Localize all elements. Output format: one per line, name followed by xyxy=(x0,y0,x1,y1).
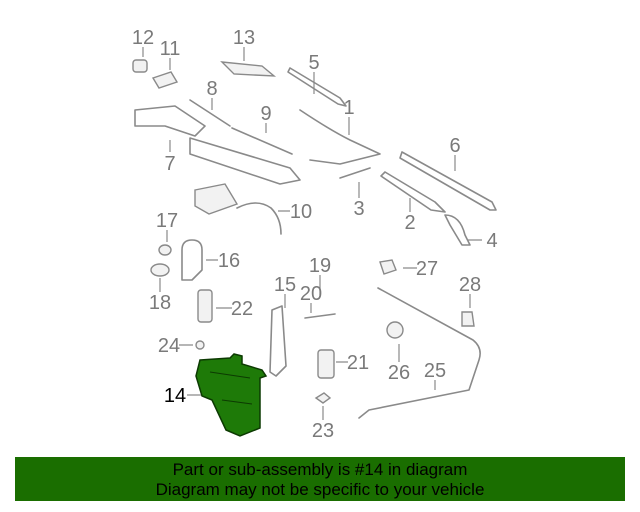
part-21[interactable] xyxy=(317,349,335,379)
banner-line-2: Diagram may not be specific to your vehi… xyxy=(155,480,485,499)
motor xyxy=(194,183,239,215)
parts-drawing xyxy=(132,47,497,437)
callout-3[interactable]: 3 xyxy=(353,198,364,220)
callout-26[interactable]: 26 xyxy=(388,362,410,384)
part-8[interactable] xyxy=(189,99,231,127)
part-26[interactable] xyxy=(386,321,404,339)
callout-20[interactable]: 20 xyxy=(300,283,322,305)
part-22[interactable] xyxy=(197,289,213,323)
part-5[interactable] xyxy=(287,67,347,107)
part-7[interactable] xyxy=(134,105,206,137)
callout-10[interactable]: 10 xyxy=(290,201,312,223)
callout-16[interactable]: 16 xyxy=(218,250,240,272)
callout-9[interactable]: 9 xyxy=(260,103,271,125)
callout-17[interactable]: 17 xyxy=(156,210,178,232)
callout-19[interactable]: 19 xyxy=(309,255,331,277)
part-16[interactable] xyxy=(181,239,203,281)
callout-25[interactable]: 25 xyxy=(424,360,446,382)
part-1[interactable] xyxy=(299,109,381,165)
callout-11[interactable]: 11 xyxy=(160,38,181,60)
part-12[interactable] xyxy=(132,59,148,73)
callout-6[interactable]: 6 xyxy=(449,135,460,157)
part-4[interactable] xyxy=(444,214,471,246)
callout-12[interactable]: 12 xyxy=(132,27,154,49)
callout-13[interactable]: 13 xyxy=(233,27,255,49)
callout-2[interactable]: 2 xyxy=(404,212,415,234)
callout-14[interactable]: 14 xyxy=(164,385,186,407)
part-27[interactable] xyxy=(379,259,397,275)
part-24[interactable] xyxy=(195,340,205,350)
callout-8[interactable]: 8 xyxy=(206,78,217,100)
callout-22[interactable]: 22 xyxy=(231,298,253,320)
part-10[interactable] xyxy=(236,202,282,235)
part-18[interactable] xyxy=(150,263,170,277)
callout-1[interactable]: 1 xyxy=(343,97,354,119)
info-banner: Part or sub-assembly is #14 in diagram D… xyxy=(15,457,625,501)
banner-line-1: Part or sub-assembly is #14 in diagram xyxy=(172,460,468,479)
linkage xyxy=(189,137,301,185)
part-15[interactable] xyxy=(269,305,287,377)
callout-24[interactable]: 24 xyxy=(158,335,180,357)
part-17[interactable] xyxy=(158,244,172,256)
callout-18[interactable]: 18 xyxy=(149,292,171,314)
part-9[interactable] xyxy=(231,127,293,155)
part-23[interactable] xyxy=(314,392,332,404)
part-6[interactable] xyxy=(399,151,497,211)
callout-23[interactable]: 23 xyxy=(312,420,334,442)
part-3[interactable] xyxy=(339,167,371,179)
part-2[interactable] xyxy=(380,171,446,213)
callout-7[interactable]: 7 xyxy=(164,153,175,175)
part-20[interactable] xyxy=(304,313,336,319)
part-11[interactable] xyxy=(151,71,179,89)
callout-28[interactable]: 28 xyxy=(459,274,481,296)
callout-15[interactable]: 15 xyxy=(274,274,296,296)
part-13[interactable] xyxy=(220,61,277,77)
callout-4[interactable]: 4 xyxy=(486,230,497,252)
callout-21[interactable]: 21 xyxy=(347,352,369,374)
part-25[interactable] xyxy=(358,287,481,419)
callout-27[interactable]: 27 xyxy=(416,258,438,280)
part-14-reservoir[interactable] xyxy=(195,353,268,437)
callout-5[interactable]: 5 xyxy=(308,52,319,74)
part-28[interactable] xyxy=(461,311,475,327)
